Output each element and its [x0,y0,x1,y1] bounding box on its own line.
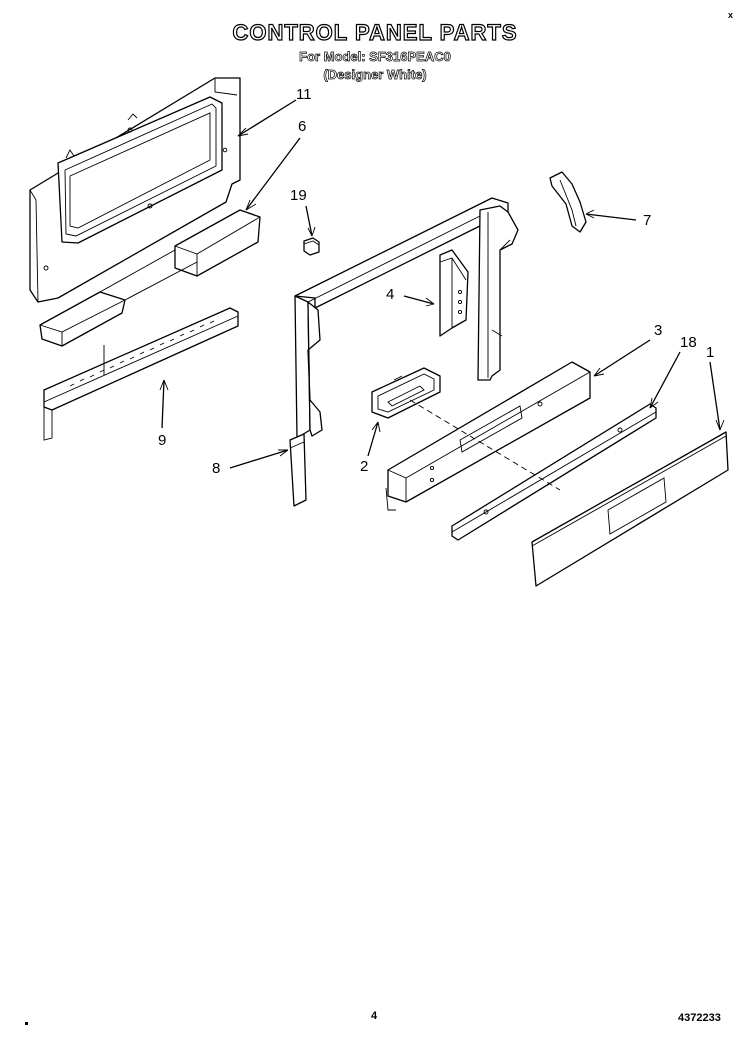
part-9-vent-strip [43,307,239,441]
assembly-line [409,399,561,491]
callout-leaders [159,99,725,469]
part-1-front-panel [531,431,729,587]
corner-mark: x [728,10,734,20]
part-18-trim-strip [451,403,657,541]
callout-8: 8 [212,460,221,477]
model-line: For Model: SF316PEAC0 [299,49,451,65]
callout-7: 7 [643,212,652,229]
page-number: 4 [371,1010,378,1022]
document-number: 4372233 [678,1012,721,1024]
callout-11: 11 [296,86,312,103]
callout-2: 2 [360,458,369,475]
control-panel-frame [294,197,519,439]
callout-6: 6 [298,118,307,135]
part-3-control-panel [385,361,591,511]
part-8-lower-support [289,433,307,507]
part-4-support [439,249,469,337]
callout-18: 18 [680,334,697,351]
corner-dot [25,1022,28,1025]
callout-9: 9 [158,432,167,449]
part-7-end-bracket [549,171,587,233]
part-6-bracket [39,209,261,347]
callout-19: 19 [290,187,307,204]
diagram-title: CONTROL PANEL PARTS [232,19,518,45]
part-11-rear-panel [29,77,241,303]
callout-4: 4 [386,286,395,303]
part-19-clip [303,237,320,256]
callout-1: 1 [706,344,715,361]
part-2-display-bezel [371,367,441,419]
color-line: (Designer White) [323,67,427,83]
callout-3: 3 [654,322,663,339]
